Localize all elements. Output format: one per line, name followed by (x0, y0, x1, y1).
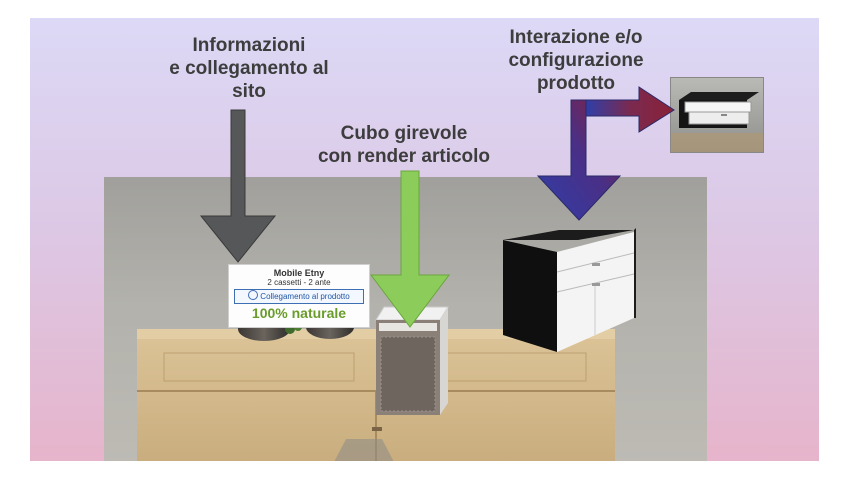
caption-interaction: Interazione e/o configurazione prodotto (486, 26, 666, 95)
product-variant: 2 cassetti - 2 ante (267, 278, 331, 287)
cabinet-3d-render (503, 228, 636, 352)
blue-red-arrow-down (536, 99, 622, 221)
gray-arrow-down (199, 109, 277, 263)
caption-cube-line-1: Cubo girevole (340, 123, 468, 144)
caption-cube-line-2: con render articolo (317, 146, 491, 167)
slide-background: Informazioni e collegamento al sito Cubo… (30, 18, 819, 461)
green-arrow-down (370, 170, 450, 328)
caption-interaction-line-1: Interazione e/o (509, 27, 643, 48)
caption-info: Informazioni e collegamento al sito (154, 34, 344, 103)
product-name: Mobile Etny (273, 268, 325, 278)
rotating-cube-render (375, 306, 449, 415)
blue-red-arrow-right (585, 86, 675, 133)
caption-info-line-1: Informazioni (192, 35, 306, 56)
thumbnail-cabinet (671, 92, 763, 152)
globe-icon (248, 290, 259, 300)
caption-info-line-3: sito (232, 81, 266, 102)
natural-badge: 100% naturale (251, 305, 347, 321)
caption-info-line-2: e collegamento al (169, 58, 329, 79)
configured-product-thumbnail (670, 77, 764, 153)
caption-cube: Cubo girevole con render articolo (304, 122, 504, 168)
caption-interaction-line-2: configurazione (508, 50, 644, 71)
annotation-arrows (199, 86, 675, 328)
product-info-card: Mobile Etny 2 cassetti - 2 ante Collegam… (228, 264, 370, 328)
product-link-label: Collegamento al prodotto (260, 292, 350, 301)
product-link-button[interactable]: Collegamento al prodotto (234, 289, 364, 304)
caption-interaction-line-3: prodotto (536, 73, 616, 94)
